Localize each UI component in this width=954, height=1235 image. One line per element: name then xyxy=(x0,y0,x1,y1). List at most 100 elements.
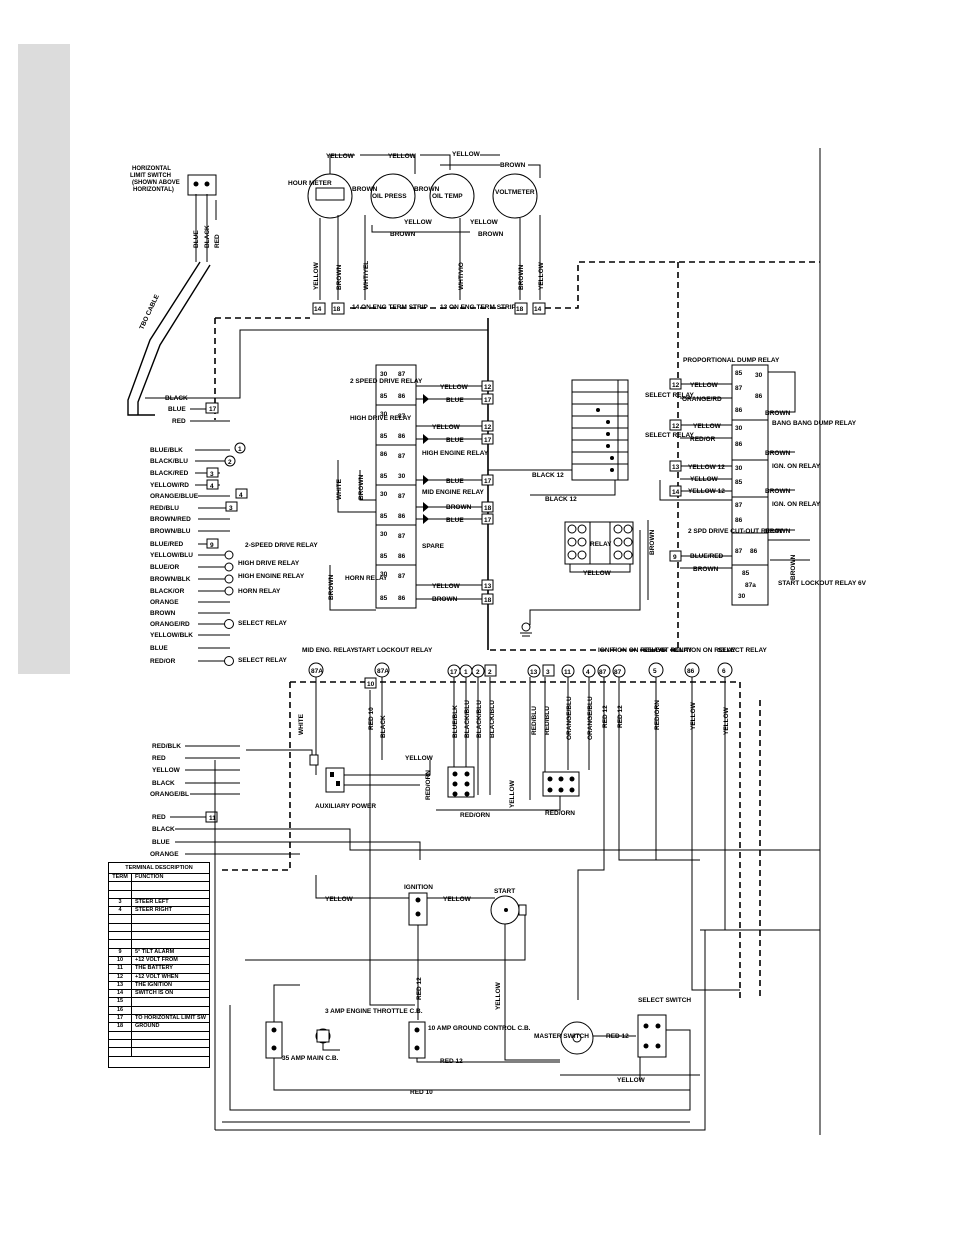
svg-text:4: 4 xyxy=(210,483,214,490)
svg-text:30: 30 xyxy=(380,491,388,498)
svg-text:YELLOW: YELLOW xyxy=(470,219,499,226)
svg-text:BLUE/RED: BLUE/RED xyxy=(150,541,184,548)
svg-text:RED/BLK: RED/BLK xyxy=(152,743,181,750)
term-number xyxy=(109,1048,132,1056)
term-number xyxy=(109,932,132,940)
table-row xyxy=(109,1048,209,1057)
svg-text:VOLTMETER: VOLTMETER xyxy=(495,189,535,196)
svg-text:YELLOW: YELLOW xyxy=(432,583,461,590)
svg-text:TBO CABLE: TBO CABLE xyxy=(138,293,161,331)
svg-text:ORANGE/RD: ORANGE/RD xyxy=(682,396,722,403)
svg-text:6: 6 xyxy=(722,668,726,675)
svg-text:YELLOW: YELLOW xyxy=(326,153,355,160)
svg-text:2 SPEED DRIVE RELAY: 2 SPEED DRIVE RELAY xyxy=(350,378,423,385)
table-row xyxy=(109,1039,209,1049)
svg-text:13: 13 xyxy=(484,583,492,590)
term-function: STEER RIGHT xyxy=(135,907,172,914)
svg-text:18: 18 xyxy=(516,306,524,313)
svg-text:85: 85 xyxy=(735,370,743,377)
term-function xyxy=(132,915,209,922)
svg-text:87: 87 xyxy=(398,493,406,500)
table-row: 16 xyxy=(109,1006,209,1016)
svg-text:12: 12 xyxy=(672,382,680,389)
svg-text:YELLOW 12: YELLOW 12 xyxy=(688,464,725,471)
svg-text:YELLOW: YELLOW xyxy=(313,261,320,290)
svg-text:YELLOW: YELLOW xyxy=(452,151,481,158)
term-number: 10 xyxy=(109,956,132,965)
svg-text:RED/ORN: RED/ORN xyxy=(545,810,575,817)
bottom-vertical-wires: WHITE RED 10 BLACK BLUE/BLK BLACK/BLU BL… xyxy=(298,677,740,1006)
relay-plug-left: YELLOW RED/ORN xyxy=(405,755,475,800)
svg-text:ORANGE/BL: ORANGE/BL xyxy=(150,791,189,798)
svg-text:87: 87 xyxy=(614,669,622,676)
svg-text:ORANGE/RD: ORANGE/RD xyxy=(150,621,190,628)
svg-text:14: 14 xyxy=(534,306,542,313)
table-row xyxy=(109,940,209,949)
table-row xyxy=(109,915,209,924)
limit-switch: HORIZONTAL LIMIT SWITCH (SHOWN ABOVE HOR… xyxy=(127,166,488,416)
svg-text:2 SPD DRIVE CUT-OUT RELAY: 2 SPD DRIVE CUT-OUT RELAY xyxy=(688,528,783,535)
svg-text:WHT/YEL: WHT/YEL xyxy=(363,261,370,290)
svg-text:86: 86 xyxy=(398,595,406,602)
term-function: THE BATTERY xyxy=(135,965,173,972)
svg-text:START: START xyxy=(494,888,515,895)
start-switch: START YELLOW xyxy=(245,888,560,1061)
term-function xyxy=(132,891,209,898)
svg-text:3 AMP ENGINE THROTTLE C.B.: 3 AMP ENGINE THROTTLE C.B. xyxy=(325,1008,423,1015)
svg-text:1: 1 xyxy=(464,669,468,676)
term-number xyxy=(109,915,132,923)
table-row xyxy=(109,882,209,891)
svg-text:BLUE/BLK: BLUE/BLK xyxy=(452,705,459,738)
svg-text:LIMIT SWITCH: LIMIT SWITCH xyxy=(130,173,171,179)
svg-text:85: 85 xyxy=(380,393,388,400)
svg-text:30: 30 xyxy=(380,571,388,578)
svg-text:BANG BANG DUMP RELAY: BANG BANG DUMP RELAY xyxy=(772,420,857,427)
svg-text:HOUR METER: HOUR METER xyxy=(288,180,332,187)
svg-text:YELLOW 12: YELLOW 12 xyxy=(688,488,725,495)
svg-text:OIL PRESS: OIL PRESS xyxy=(372,193,407,200)
svg-text:BROWN: BROWN xyxy=(336,264,343,290)
svg-text:BROWN/RED: BROWN/RED xyxy=(150,516,191,523)
svg-text:17: 17 xyxy=(484,397,492,404)
svg-text:SPARE: SPARE xyxy=(422,543,445,550)
svg-text:YELLOW: YELLOW xyxy=(432,424,461,431)
svg-text:30: 30 xyxy=(398,473,406,480)
svg-text:BLUE: BLUE xyxy=(193,230,200,248)
svg-text:BROWN: BROWN xyxy=(478,231,504,238)
term-function xyxy=(132,1048,209,1055)
term-number: 16 xyxy=(109,1006,132,1015)
function-header: FUNCTION xyxy=(135,874,164,880)
svg-text:87A: 87A xyxy=(311,668,323,675)
svg-text:RELAY: RELAY xyxy=(590,541,612,548)
term-header: TERM xyxy=(109,874,132,882)
term-function: +12 VOLT FROM xyxy=(135,956,178,963)
svg-text:SELECT SWITCH: SELECT SWITCH xyxy=(638,997,691,1004)
svg-text:BROWN: BROWN xyxy=(693,566,719,573)
svg-text:BLACK 12: BLACK 12 xyxy=(545,496,577,503)
svg-text:13: 13 xyxy=(672,464,680,471)
svg-text:3: 3 xyxy=(546,669,550,676)
term-function xyxy=(132,1040,209,1047)
svg-text:BLUE: BLUE xyxy=(152,839,170,846)
svg-text:YELLOW: YELLOW xyxy=(152,767,181,774)
table-row: 12+12 VOLT WHEN xyxy=(109,973,209,982)
svg-text:3: 3 xyxy=(229,505,233,512)
table-row xyxy=(109,932,209,941)
svg-text:SELECT RELAY: SELECT RELAY xyxy=(645,432,695,439)
svg-text:30: 30 xyxy=(380,411,388,418)
svg-text:RED: RED xyxy=(214,234,221,248)
svg-text:17: 17 xyxy=(209,406,217,413)
svg-text:BROWN: BROWN xyxy=(446,504,472,511)
svg-text:IGN. ON RELAY: IGN. ON RELAY xyxy=(772,463,821,470)
svg-text:BROWN: BROWN xyxy=(390,231,416,238)
svg-text:17: 17 xyxy=(484,478,492,485)
svg-text:YELLOW: YELLOW xyxy=(690,476,719,483)
svg-text:87a: 87a xyxy=(745,582,756,589)
svg-text:RED/BLU: RED/BLU xyxy=(544,706,551,735)
svg-text:BLUE/RED: BLUE/RED xyxy=(690,553,724,560)
svg-text:5: 5 xyxy=(653,668,657,675)
